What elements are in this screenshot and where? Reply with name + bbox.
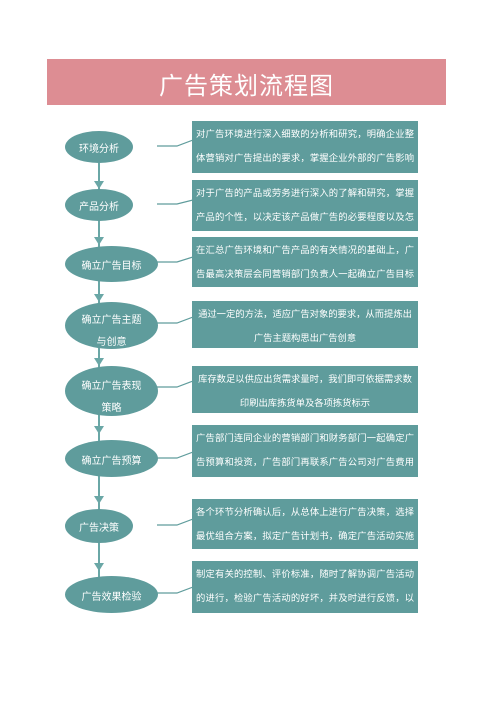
node-label: 产品分析 (79, 202, 119, 213)
desc-ad-effect-check: 制定有关的控制、评价标准，随时了解协调广告活动 的进行，检验广告活动的好坏，并及… (192, 561, 418, 613)
desc-environment-analysis: 对广告环境进行深入细致的分析和研究，明确企业整 体营销对广告提出的要求，掌握企业… (192, 121, 418, 173)
node-label: 确立广告预算 (81, 456, 142, 467)
arrow-down-icon (94, 181, 104, 189)
desc-line: 各个环节分析确认后，从总体上进行广告决策，选择 (196, 507, 414, 518)
arrow-down-icon (94, 563, 104, 571)
desc-set-ad-goal: 在汇总广告环境和广告产品的有关情况的基础上，广 告最高决策层会同营销部门负责人一… (192, 237, 418, 287)
node-label: 与创意 (96, 337, 127, 348)
connector-line (157, 518, 193, 526)
connector-line (157, 139, 193, 147)
desc-line: 在汇总广告环境和广告产品的有关情况的基础上，广 (196, 245, 414, 256)
desc-line: 制定有关的控制、评价标准，随时了解协调广告活动 (196, 569, 414, 580)
desc-line: 对于广告的产品或劳务进行深入的了解和研究，掌握 (196, 188, 414, 199)
node-label: 环境分析 (79, 144, 119, 155)
desc-line: 广告主题构思出广告创意 (253, 333, 357, 344)
desc-line: 最优组合方案，拟定广告计划书，确定广告活动实施 (196, 531, 414, 542)
desc-line: 广告部门连同企业的营销部门和财务部门一起确定广 (196, 433, 414, 444)
desc-line: 产品的个性，以决定该产品做广告的必要程度以及怎 (196, 212, 414, 223)
desc-line: 的进行，检验广告活动的好坏，并及时进行反馈，以 (196, 593, 414, 604)
connector-line (157, 316, 193, 324)
desc-line: 告预算和投资，广告部门再联系广告公司对广告费用 (196, 457, 414, 468)
node-ad-decision: 广告决策 (65, 509, 133, 543)
node-label: 策略 (101, 403, 122, 414)
connector-line (157, 586, 193, 594)
node-label: 广告决策 (79, 523, 119, 534)
arrow-down-icon (94, 358, 104, 366)
node-ad-effect-check: 广告效果检验 (65, 576, 158, 613)
desc-line: 库存数足以供应出货需求量时，我们即可依据需求数 (198, 374, 412, 385)
desc-ad-expression-strategy: 库存数足以供应出货需求量时，我们即可依据需求数 印刷出库拣货单及各项拣货标示 (192, 366, 418, 413)
node-set-ad-goal: 确立广告目标 (65, 246, 158, 282)
node-label: 确立广告目标 (81, 261, 142, 272)
node-product-analysis: 产品分析 (65, 189, 133, 221)
node-label: 确立广告表现 (81, 381, 142, 392)
connector-line (157, 451, 193, 459)
desc-line: 体营销对广告提出的要求，掌握企业外部的广告影响 (196, 153, 414, 164)
node-ad-budget: 确立广告预算 (65, 440, 158, 477)
arrow-down-icon (94, 294, 104, 302)
title-banner: 广告策划流程图 (47, 59, 446, 105)
desc-line: 通过一定的方法，适应广告对象的要求，从而提炼出 (198, 309, 412, 320)
connector-line (157, 256, 193, 263)
desc-product-analysis: 对于广告的产品或劳务进行深入的了解和研究，掌握 产品的个性，以决定该产品做广告的… (192, 180, 418, 231)
node-label: 广告效果检验 (81, 592, 142, 603)
desc-ad-theme-creative: 通过一定的方法，适应广告对象的要求，从而提炼出 广告主题构思出广告创意 (192, 301, 418, 348)
page-title: 广告策划流程图 (159, 72, 334, 100)
node-environment-analysis: 环境分析 (65, 131, 133, 163)
node-ad-expression-strategy: 确立广告表现 策略 (65, 366, 158, 416)
connector-line (157, 380, 193, 388)
desc-ad-budget: 广告部门连同企业的营销部门和财务部门一起确定广 告预算和投资，广告部门再联系广告… (192, 425, 418, 477)
desc-ad-decision: 各个环节分析确认后，从总体上进行广告决策，选择 最优组合方案，拟定广告计划书，确… (192, 499, 418, 549)
node-ad-theme-creative: 确立广告主题 与创意 (65, 302, 158, 349)
desc-line: 对广告环境进行深入细致的分析和研究，明确企业整 (196, 129, 414, 140)
connector-line (157, 199, 193, 205)
arrow-down-icon (94, 426, 104, 434)
arrow-down-icon (94, 237, 104, 245)
arrow-down-icon (94, 496, 104, 504)
desc-line: 告最高决策层会同营销部门负责人一起确立广告目标 (196, 269, 414, 280)
node-label: 确立广告主题 (81, 315, 142, 326)
desc-line: 印刷出库拣货单及各项拣货标示 (239, 398, 371, 409)
